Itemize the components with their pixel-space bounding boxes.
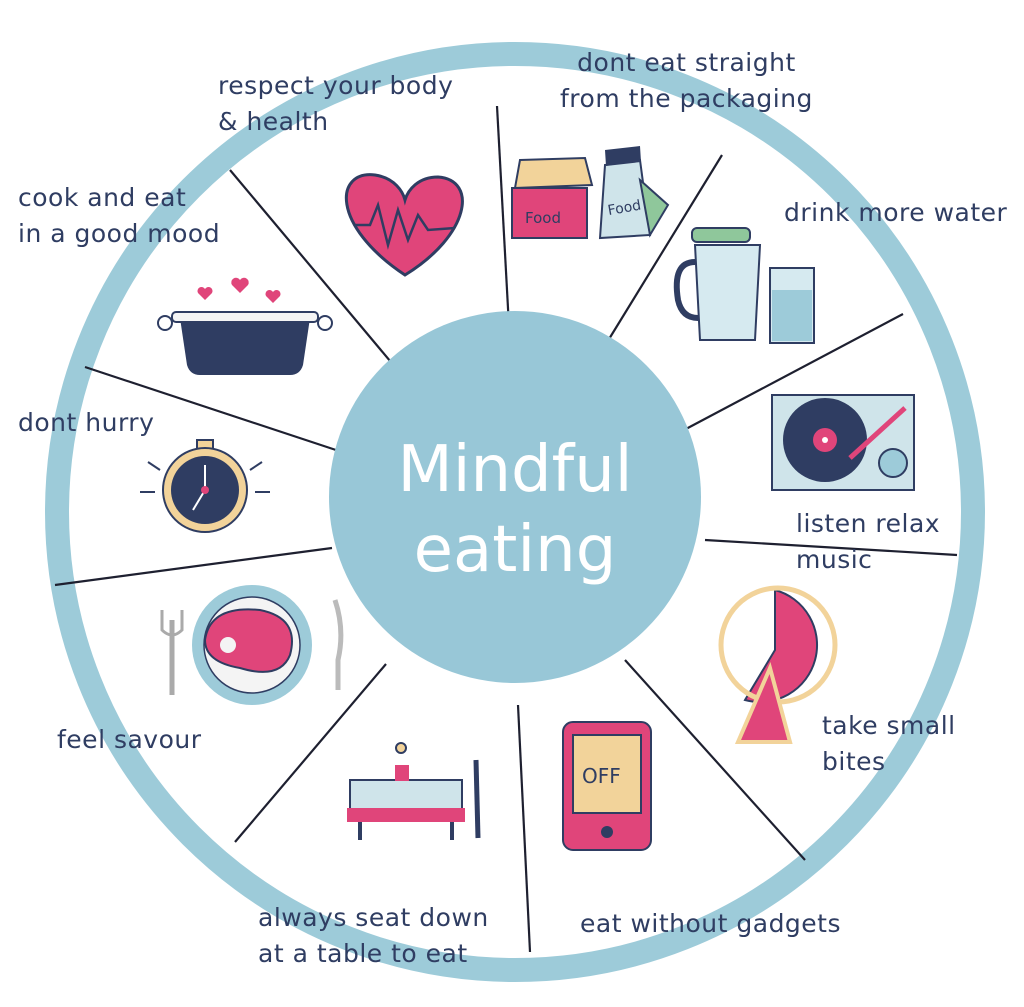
title-line-1: Mindful xyxy=(397,433,633,507)
outer-ring xyxy=(45,42,985,982)
phone-off-icon: OFF xyxy=(562,721,652,851)
center-title: Mindful eating xyxy=(330,430,700,590)
tip-savour: feel savour xyxy=(57,725,202,754)
tip-water: drink more water xyxy=(784,198,1008,227)
center-circle xyxy=(329,311,701,683)
food-bag-label: Food xyxy=(607,197,643,219)
tip-music: listen relax music xyxy=(796,509,941,574)
tip-table: always seat down at a table to eat xyxy=(258,903,489,968)
pie-slices-icon xyxy=(718,585,838,744)
tip-small-bites: take small bites xyxy=(822,711,956,776)
cooking-pot-icon xyxy=(157,277,333,375)
food-box-label: Food xyxy=(525,209,561,227)
dining-table-icon xyxy=(347,742,481,840)
divider-lines xyxy=(54,105,958,953)
tip-gadgets: eat without gadgets xyxy=(580,909,842,938)
plate-with-steak-icon xyxy=(160,585,344,705)
tip-respect-body: respect your body & health xyxy=(218,71,454,136)
tip-hurry: dont hurry xyxy=(18,408,155,437)
record-player-icon xyxy=(771,394,915,491)
stopwatch-icon xyxy=(140,439,270,533)
water-jug-icon xyxy=(673,227,815,344)
food-package-icon: Food Food xyxy=(511,146,670,240)
heart-icon xyxy=(344,173,464,277)
title-line-2: eating xyxy=(413,513,617,587)
phone-screen-label: OFF xyxy=(582,764,621,788)
tip-packaging: dont eat straight from the packaging xyxy=(560,48,813,113)
tip-good-mood: cook and eat in a good mood xyxy=(18,183,221,248)
